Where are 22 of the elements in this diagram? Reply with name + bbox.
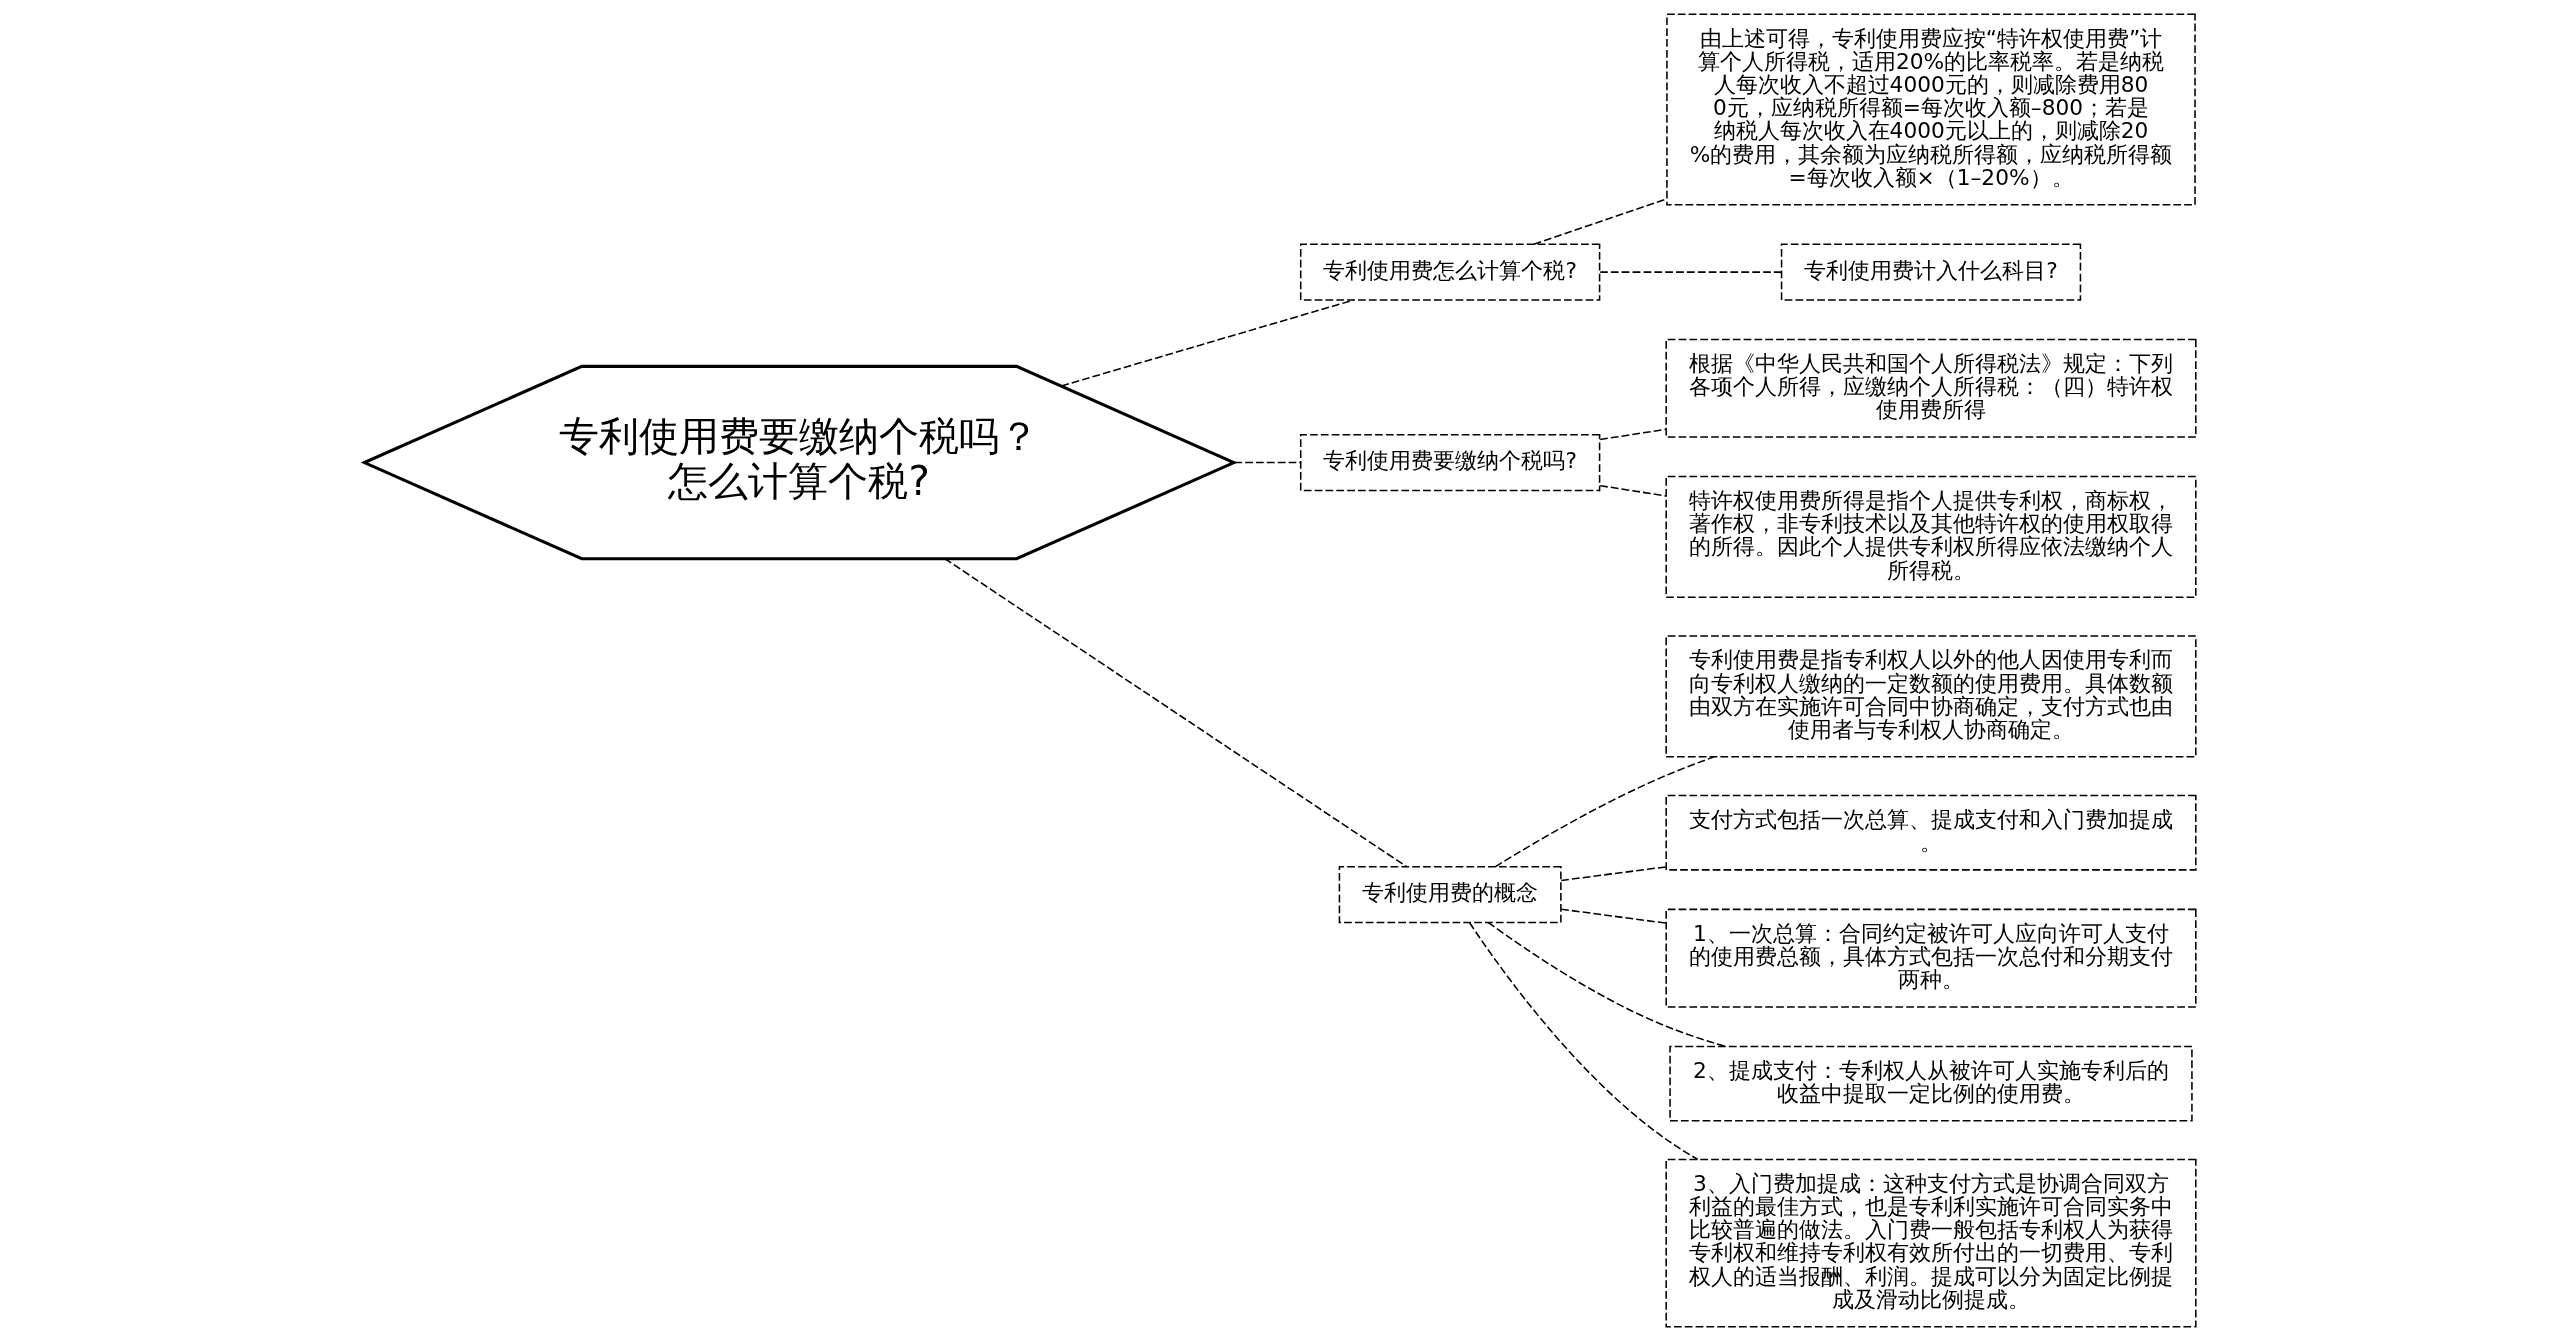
- node-box: 专利使用费计入什么科目?: [1780, 243, 2082, 301]
- node-box: 1、一次总算：合同约定被许可人应向许可人支付的使用费总额，具体方式包括一次总付和分期支付两种。: [1665, 908, 2197, 1008]
- connector: [1560, 866, 1667, 882]
- connector: [1599, 484, 1667, 497]
- node-box: 专利使用费怎么计算个税?: [1299, 243, 1601, 301]
- connector: [1533, 198, 1668, 245]
- connector: [1233, 461, 1302, 464]
- connector: [944, 557, 1407, 868]
- node-box: 支付方式包括一次总算、提成支付和入门费加提成。: [1665, 794, 2197, 871]
- connector: [1599, 271, 1783, 273]
- node-box: 3、入门费加提成：这种支付方式是协调合同双方利益的最佳方式，也是专利利实施许可合同实务中比较普遍的做法。入门费一般包括专利权人为获得专利权和维持专利权有效所付出的一切费用、专利权人的适当报酬、利润。提成可以分为固定比例提成及滑动比例提成。: [1665, 1158, 2197, 1328]
- node-box: 2、提成支付：专利权人从被许可人实施专利后的收益中提取一定比例的使用费。: [1669, 1045, 2193, 1122]
- node-box: 专利使用费要缴纳个税吗?: [1299, 433, 1601, 492]
- node-box: 特许权使用费所得是指个人提供专利权，商标权，著作权，非专利技术以及其他特许权的使用权取得的所得。因此个人提供专利权所得应依法缴纳个人所得税。: [1665, 475, 2197, 599]
- node-box: 根据《中华人民共和国个人所得税法》规定：下列各项个人所得，应缴纳个人所得税：（四）特许权使用费所得: [1665, 338, 2197, 438]
- connector: [1560, 908, 1667, 924]
- node-box: 专利使用费的概念: [1338, 866, 1562, 924]
- connector: [1060, 299, 1355, 387]
- connector: [1599, 428, 1667, 441]
- node-box: 由上述可得，专利使用费应按“特许权使用费”计算个人所得税，适用20%的比率税率。若是纳税人每次收入不超过4000元的，则减除费用800元，应纳税所得额=每次收入额–800；若是纳税人每次收入在4000元以上的，则减除20%的费用，其余额为应纳税所得额，应纳税所得额=每次收入额×（1–20%）。: [1666, 13, 2196, 206]
- connector: [1468, 921, 1699, 1161]
- node-box: 专利使用费是指专利权人以外的他人因使用专利而向专利权人缴纳的一定数额的使用费用。具体数额由双方在实施许可合同中协商确定，支付方式也由使用者与专利权人协商确定。: [1665, 635, 2197, 758]
